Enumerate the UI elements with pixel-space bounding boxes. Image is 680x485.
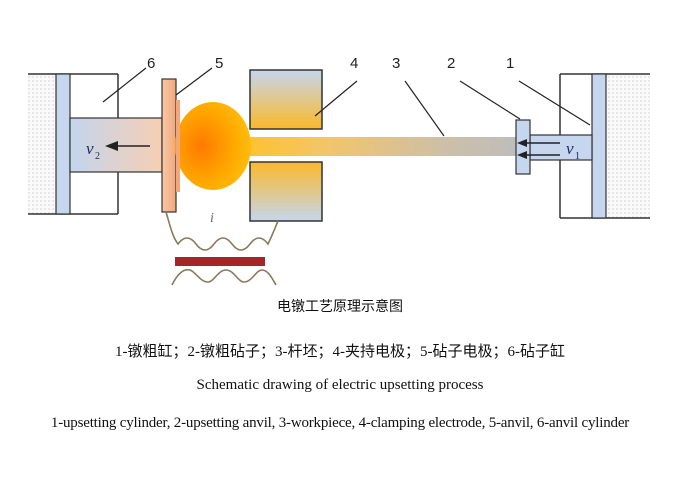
clamping-electrode-bottom	[249, 161, 323, 222]
cylinder-plate-right	[591, 73, 607, 219]
piston-rod-right	[529, 134, 593, 161]
velocity-v1-symbol: v	[566, 139, 574, 158]
workpiece-rod	[220, 137, 520, 156]
hydraulic-fill	[28, 74, 56, 214]
primary-coil	[165, 211, 279, 251]
arrow-left-icon	[517, 139, 527, 147]
arrow-left-icon	[105, 141, 118, 151]
velocity-v2-subscript: 2	[95, 151, 100, 162]
caption-english-title: Schematic drawing of electric upsetting …	[196, 377, 484, 393]
cylinder-plate-left	[55, 73, 71, 215]
heated-upset-bulb	[175, 102, 251, 190]
caption-chinese-legend: 1-镦粗缸；2-镦粗砧子；3-杆坯；4-夹持电极；5-砧子电极；6-砧子缸	[115, 344, 565, 360]
power-transformer	[165, 211, 279, 286]
electric-upsetting-diagram: v 2 i v 1 6	[28, 55, 650, 286]
label-5: 5	[215, 55, 223, 72]
hydraulic-fill	[606, 74, 650, 218]
current-symbol: i	[210, 211, 214, 226]
caption-chinese-title: 电镦工艺原理示意图	[277, 300, 403, 315]
caption-english-legend: 1-upsetting cylinder, 2-upsetting anvil,…	[50, 415, 630, 431]
anvil-electrode	[161, 78, 177, 213]
upsetting-anvil	[515, 119, 531, 175]
label-6: 6	[147, 55, 155, 72]
velocity-v1-subscript: 1	[575, 151, 580, 162]
anvil-cylinder-left: v 2	[28, 73, 163, 215]
arrow-left-icon	[517, 151, 527, 159]
velocity-v2-symbol: v	[86, 139, 94, 158]
secondary-coil	[171, 268, 277, 286]
leader-lines	[102, 67, 591, 137]
label-1: 1	[506, 55, 514, 72]
transformer-core	[175, 257, 265, 266]
upsetting-cylinder-right: v 1	[515, 73, 650, 219]
label-3: 3	[392, 55, 400, 72]
label-2: 2	[447, 55, 455, 72]
clamping-electrode-top	[249, 69, 323, 130]
label-4: 4	[350, 55, 358, 72]
